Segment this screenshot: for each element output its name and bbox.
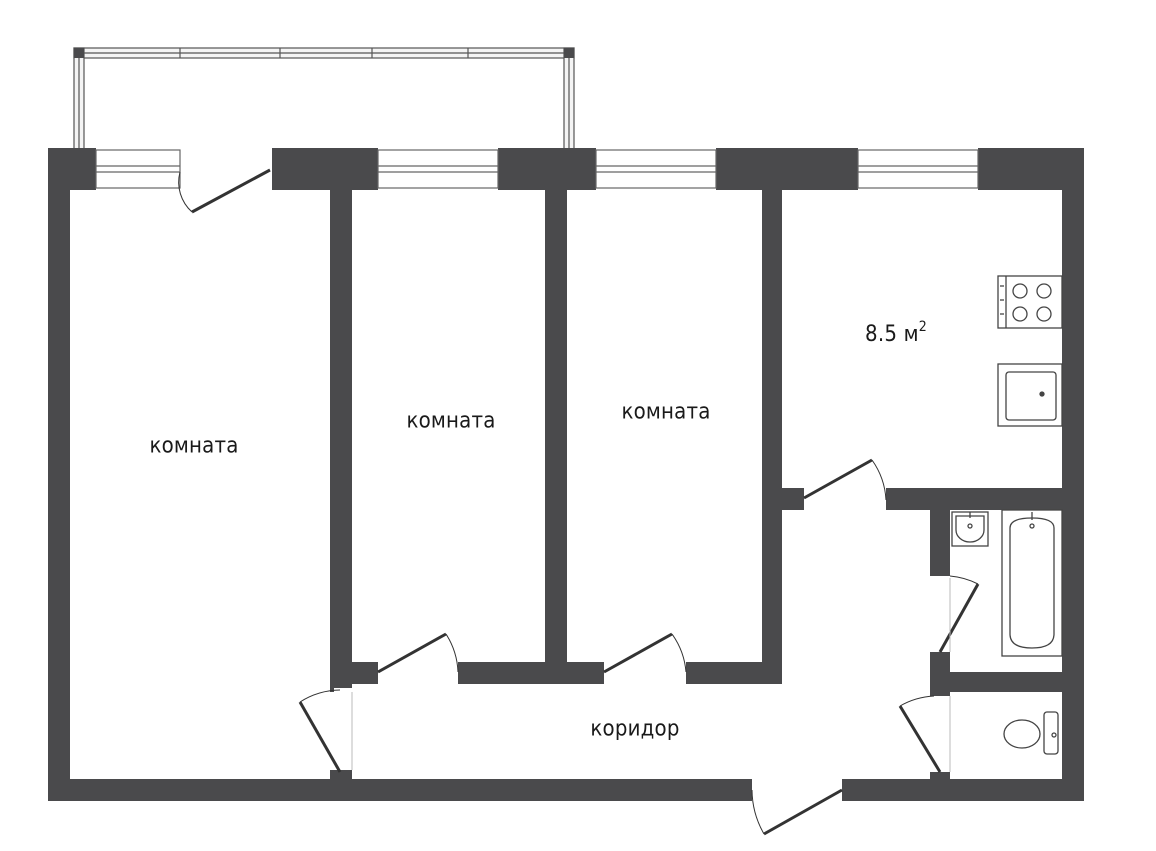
kitchen-area-value: 8.5 м xyxy=(865,322,919,348)
room-label-middle: комната xyxy=(406,408,496,434)
room-label-left: комната xyxy=(149,433,239,459)
door-balcony xyxy=(178,168,271,214)
bathtub-icon xyxy=(1001,509,1063,657)
walls xyxy=(48,148,1084,801)
washbasin-icon xyxy=(951,511,989,547)
door-kitchen xyxy=(803,458,887,501)
balcony xyxy=(73,47,575,151)
windows xyxy=(95,149,979,189)
room-label-right: комната xyxy=(621,399,711,425)
door-room-left xyxy=(298,689,353,773)
window-room-right xyxy=(595,149,717,189)
door-entrance xyxy=(751,788,843,836)
window-kitchen xyxy=(857,149,979,189)
window-room-middle xyxy=(377,149,499,189)
door-bathroom xyxy=(938,575,980,653)
door-room-middle xyxy=(377,632,459,674)
doors xyxy=(178,168,980,836)
kitchen-area-label: 8.5 м2 xyxy=(865,318,927,348)
door-wc xyxy=(898,695,951,773)
window-left xyxy=(95,149,181,189)
door-room-right xyxy=(603,632,687,674)
sink-icon xyxy=(997,363,1063,427)
kitchen-area-unit-power: 2 xyxy=(918,318,927,335)
corridor-label: коридор xyxy=(590,716,680,742)
stove-icon xyxy=(997,275,1063,329)
toilet-icon xyxy=(1003,711,1059,755)
